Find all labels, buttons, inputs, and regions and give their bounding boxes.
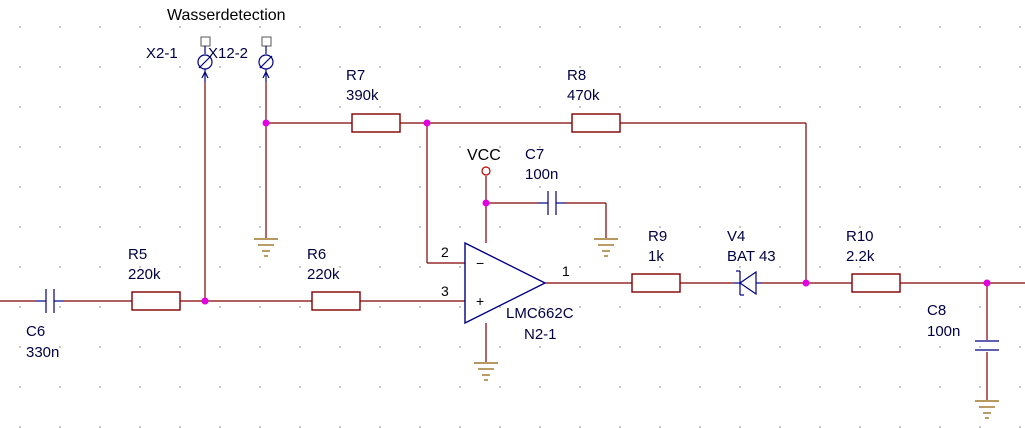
resistor-r10[interactable] bbox=[851, 273, 901, 293]
schematic-title: Wasserdetection bbox=[167, 7, 286, 24]
opamp-noninverting-sign: + bbox=[476, 293, 484, 309]
junction-dot bbox=[482, 199, 490, 207]
opamp-inverting-sign: − bbox=[476, 255, 484, 271]
resistor-r5[interactable] bbox=[131, 291, 181, 311]
c8-value: 100n bbox=[927, 323, 960, 340]
connector-x2-1-ref: X2-1 bbox=[146, 45, 178, 62]
r6-ref: R6 bbox=[307, 246, 326, 263]
junction-dot bbox=[802, 279, 810, 287]
opamp-pin-2: 2 bbox=[441, 244, 449, 260]
capacitor-c6[interactable] bbox=[36, 289, 64, 313]
c6-ref: C6 bbox=[26, 323, 45, 340]
junction-dot bbox=[983, 279, 991, 287]
capacitor-c8[interactable] bbox=[975, 340, 999, 351]
r10-ref: R10 bbox=[846, 228, 874, 245]
junction-dot bbox=[423, 119, 431, 127]
ground-symbol bbox=[594, 238, 618, 257]
r8-value: 470k bbox=[567, 87, 600, 104]
ground-symbol bbox=[254, 238, 278, 257]
r7-ref: R7 bbox=[346, 67, 365, 84]
vcc-label: VCC bbox=[467, 147, 501, 164]
opamp-n2-1[interactable] bbox=[464, 241, 547, 325]
r5-value: 220k bbox=[128, 266, 161, 283]
junction-dot bbox=[201, 297, 209, 305]
connector-x12-2[interactable] bbox=[258, 36, 274, 82]
c7-ref: C7 bbox=[525, 146, 544, 163]
capacitor-c7[interactable] bbox=[538, 191, 566, 215]
junctions bbox=[201, 119, 991, 305]
r8-ref: R8 bbox=[567, 67, 586, 84]
opamp-value: LMC662C bbox=[506, 305, 574, 322]
r10-value: 2.2k bbox=[846, 248, 875, 265]
r9-ref: R9 bbox=[648, 228, 667, 245]
c7-value: 100n bbox=[525, 166, 558, 183]
opamp-pin-3: 3 bbox=[441, 283, 449, 299]
vcc-terminal[interactable] bbox=[481, 166, 491, 176]
wires bbox=[0, 82, 1025, 400]
ground-symbol bbox=[474, 362, 498, 381]
r5-ref: R5 bbox=[128, 246, 147, 263]
ground-symbol bbox=[975, 400, 999, 419]
resistor-r7[interactable] bbox=[351, 113, 401, 133]
diode-v4[interactable] bbox=[734, 270, 762, 296]
r6-value: 220k bbox=[307, 266, 340, 283]
c6-value: 330n bbox=[26, 344, 59, 361]
connector-x12-2-ref: X12-2 bbox=[208, 45, 248, 62]
c8-ref: C8 bbox=[927, 302, 946, 319]
connector-x2-1[interactable] bbox=[197, 36, 213, 82]
r9-value: 1k bbox=[648, 248, 664, 265]
r7-value: 390k bbox=[346, 87, 379, 104]
junction-dot bbox=[262, 119, 270, 127]
resistor-r6[interactable] bbox=[311, 291, 361, 311]
v4-value: BAT 43 bbox=[727, 248, 776, 265]
resistor-r8[interactable] bbox=[571, 113, 621, 133]
opamp-pin-1: 1 bbox=[562, 263, 570, 279]
opamp-ref: N2-1 bbox=[524, 326, 557, 343]
v4-ref: V4 bbox=[727, 228, 745, 245]
resistor-r9[interactable] bbox=[631, 273, 681, 293]
